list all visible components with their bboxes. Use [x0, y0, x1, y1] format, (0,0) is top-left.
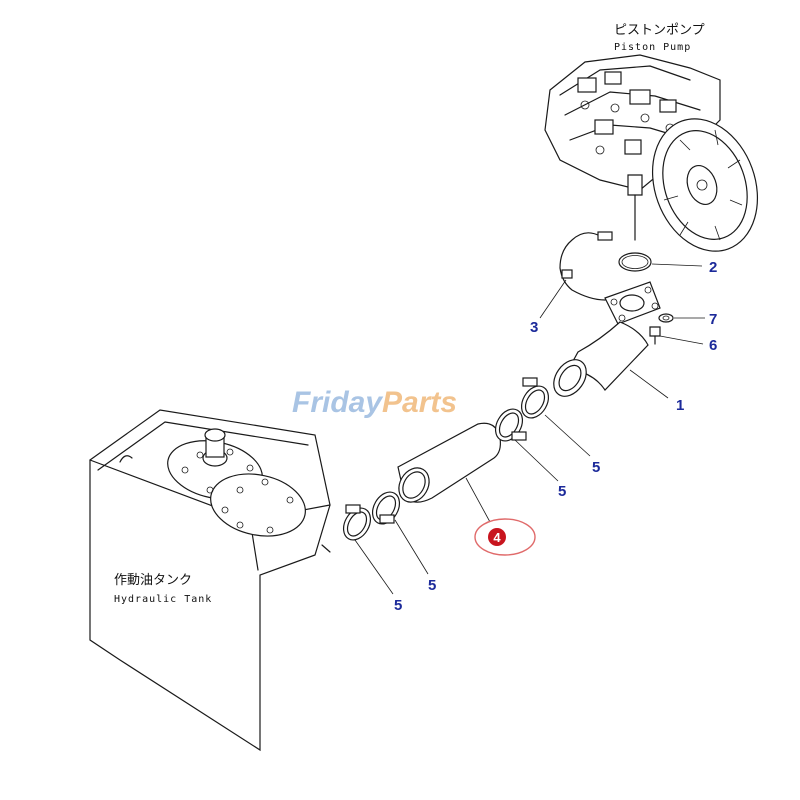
tank-label-en: Hydraulic Tank [114, 594, 212, 605]
leader-lines [354, 263, 705, 595]
bolt-part-6 [649, 326, 661, 345]
callout-2: 2 [709, 259, 717, 276]
pump-label-en: Piston Pump [614, 42, 691, 53]
callout-5-d: 5 [592, 459, 600, 476]
watermark-part-1: Friday [292, 386, 383, 419]
clamp-part-5-a [342, 504, 372, 541]
watermark-logo: FridayParts [292, 386, 457, 419]
suction-elbow-part-1 [553, 281, 661, 397]
highlight-ring [474, 518, 536, 556]
pump-label-jp: ピストンポンプ [614, 23, 705, 38]
highlighted-callout-4: 4 [474, 518, 536, 556]
callout-5-a: 5 [394, 597, 402, 614]
clamp-part-5-b [371, 491, 401, 525]
svg-text:FridayParts: FridayParts [292, 386, 457, 419]
suction-hose-part-4 [397, 422, 501, 503]
highlight-badge [488, 528, 506, 546]
o-ring-part-2 [618, 252, 652, 272]
callout-6: 6 [709, 337, 717, 354]
watermark-part-2: Parts [382, 386, 457, 419]
callout-3: 3 [530, 319, 538, 336]
callout-5-b: 5 [428, 577, 436, 594]
callout-4: 4 [493, 530, 501, 545]
clamp-part-5-d [520, 377, 550, 419]
clamp-part-5-c [494, 408, 527, 442]
callout-5-c: 5 [558, 483, 566, 500]
piston-pump [544, 54, 759, 252]
tank-label-jp: 作動油タンク [114, 573, 192, 588]
washer-part-7 [658, 313, 674, 323]
callout-7: 7 [709, 311, 717, 328]
hydraulic-tank [89, 409, 331, 752]
callout-1: 1 [676, 397, 684, 414]
sensor-harness-part-3 [559, 231, 613, 301]
